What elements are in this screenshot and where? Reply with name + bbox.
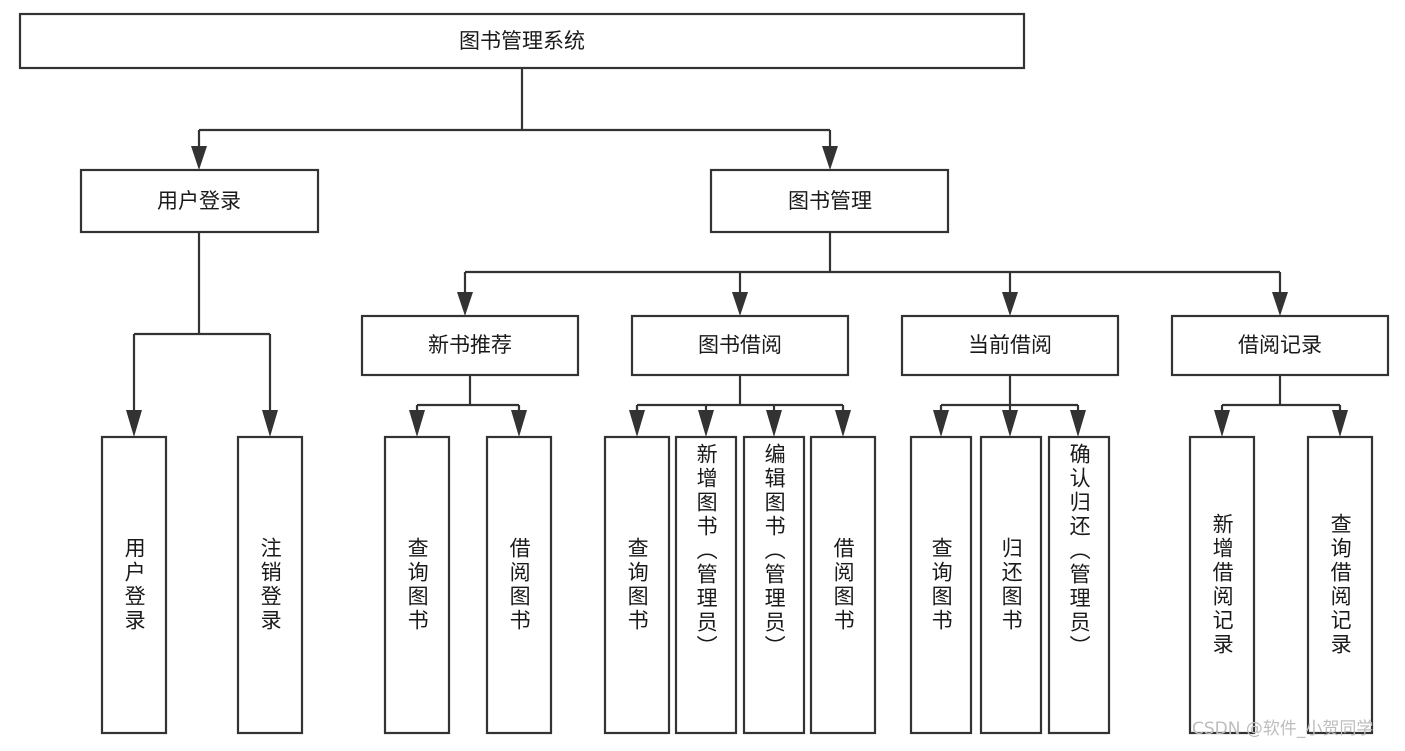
leaf-node-query-borrow-record-label: 查询借阅记录: [1328, 513, 1353, 657]
leaf-node-return-book[interactable]: 归还图书: [979, 435, 1043, 735]
leaf-node-borrow-book-label: 借阅图书: [831, 537, 856, 633]
leaf-node-query-book-current-label: 查询图书: [929, 537, 954, 633]
arrow-head-current-borrow: [1002, 292, 1018, 316]
leaf-node-edit-book-admin-label: 编辑图书（管理员）: [762, 443, 787, 659]
arrow-head-currentborrow-leaf-1: [933, 410, 949, 437]
leaf-node-query-book-borrow[interactable]: 查询图书: [603, 435, 671, 735]
leaf-node-user-login[interactable]: 用户登录: [100, 435, 168, 735]
connector-layer: [126, 68, 1348, 437]
leaf-node-edit-book-admin[interactable]: 编辑图书（管理员）: [742, 435, 806, 735]
leaf-node-confirm-return-admin-label: 确认归还（管理员）: [1067, 443, 1092, 659]
arrow-head-currentborrow-leaf-2: [1002, 410, 1018, 437]
arrow-head-newbook-leaf-1: [409, 410, 425, 437]
leaf-node-logout[interactable]: 注销登录: [236, 435, 304, 735]
node-borrow-record[interactable]: 借阅记录: [1170, 314, 1390, 377]
node-book-management-label: 图书管理: [788, 189, 872, 213]
leaf-node-query-book-recommend[interactable]: 查询图书: [383, 435, 451, 735]
leaf-node-query-book-current[interactable]: 查询图书: [909, 435, 973, 735]
arrow-head-bookborrow-leaf-3: [766, 410, 782, 437]
arrow-head-book-manage: [822, 146, 838, 170]
leaf-node-query-book-recommend-label: 查询图书: [405, 537, 430, 633]
leaf-node-query-book-borrow-label: 查询图书: [625, 537, 650, 633]
node-book-borrow[interactable]: 图书借阅: [630, 314, 850, 377]
arrow-head-currentborrow-leaf-3: [1070, 410, 1086, 437]
leaf-node-borrow-book-recommend[interactable]: 借阅图书: [485, 435, 553, 735]
leaf-node-borrow-book-recommend-label: 借阅图书: [507, 537, 532, 633]
node-new-book-recommend-label: 新书推荐: [428, 333, 512, 357]
leaf-node-add-borrow-record-label: 新增借阅记录: [1210, 513, 1235, 657]
node-new-book-recommend[interactable]: 新书推荐: [360, 314, 580, 377]
node-user-login-label: 用户登录: [157, 189, 241, 213]
arrow-head-borrowrecord-leaf-2: [1332, 410, 1348, 437]
node-borrow-record-label: 借阅记录: [1238, 333, 1322, 357]
arrow-head-bookborrow-leaf-4: [835, 410, 851, 437]
arrow-head-bookborrow-leaf-1: [629, 410, 645, 437]
arrow-head-leaf-logout: [262, 410, 278, 437]
leaf-node-user-login-label: 用户登录: [122, 537, 147, 633]
node-book-management[interactable]: 图书管理: [709, 168, 950, 234]
arrow-head-new-book: [457, 292, 473, 316]
arrow-head-borrowrecord-leaf-1: [1214, 410, 1230, 437]
csdn-watermark: CSDN @软件_小贺同学: [1192, 719, 1373, 739]
node-root-label: 图书管理系统: [459, 29, 585, 53]
leaf-node-query-borrow-record[interactable]: 查询借阅记录: [1306, 435, 1374, 735]
arrow-head-newbook-leaf-2: [511, 410, 527, 437]
node-root-system[interactable]: 图书管理系统: [18, 12, 1026, 70]
arrow-head-user-login: [191, 146, 207, 170]
leaf-node-confirm-return-admin[interactable]: 确认归还（管理员）: [1047, 435, 1111, 735]
arrow-head-bookborrow-leaf-2: [698, 410, 714, 437]
node-current-borrow[interactable]: 当前借阅: [900, 314, 1120, 377]
leaf-node-borrow-book[interactable]: 借阅图书: [809, 435, 877, 735]
arrow-head-book-borrow: [732, 292, 748, 316]
node-current-borrow-label: 当前借阅: [968, 333, 1052, 357]
arrow-head-borrow-record: [1272, 292, 1288, 316]
leaf-node-add-book-admin[interactable]: 新增图书（管理员）: [674, 435, 738, 735]
node-user-login[interactable]: 用户登录: [79, 168, 320, 234]
leaf-node-add-borrow-record[interactable]: 新增借阅记录: [1188, 435, 1256, 735]
leaf-node-add-book-admin-label: 新增图书（管理员）: [694, 443, 719, 659]
node-book-borrow-label: 图书借阅: [698, 333, 782, 357]
leaf-node-return-book-label: 归还图书: [999, 537, 1024, 633]
arrow-head-leaf-user-login: [126, 410, 142, 437]
leaf-node-logout-label: 注销登录: [258, 537, 283, 633]
